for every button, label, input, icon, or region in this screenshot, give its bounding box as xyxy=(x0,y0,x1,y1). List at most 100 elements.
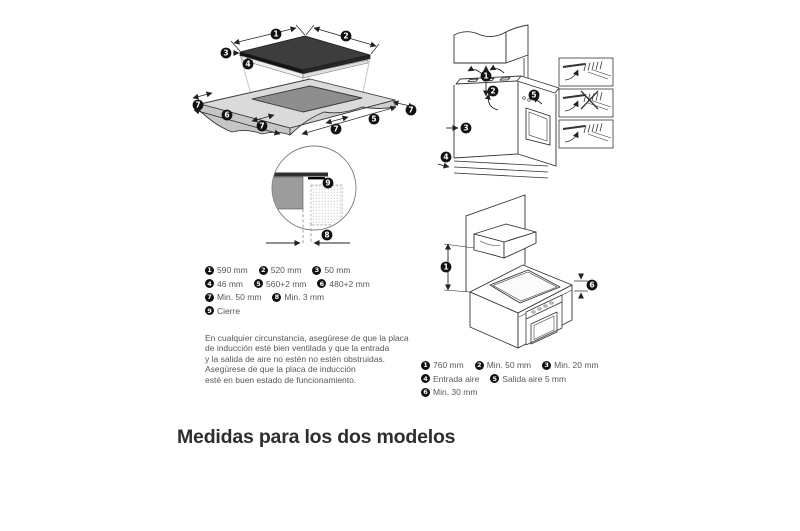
svg-text:2: 2 xyxy=(343,32,348,41)
seal-strip xyxy=(308,177,325,180)
callout-4: 4 xyxy=(440,151,452,163)
svg-text:3: 3 xyxy=(223,49,228,58)
svg-text:2: 2 xyxy=(490,87,495,96)
legend-label: Min. 3 mm xyxy=(284,292,325,302)
svg-text:4: 4 xyxy=(443,153,448,162)
ventilation-note: En cualquier circunstancia, asegúrese de… xyxy=(205,333,409,385)
legend-bullet-number: 1 xyxy=(205,265,214,275)
legend-bullet-number: 2 xyxy=(474,360,484,370)
svg-text:7: 7 xyxy=(333,125,338,134)
vent-detail-box-wrong xyxy=(558,88,614,118)
legend-bullet-number: 5 xyxy=(490,374,500,383)
legend-bullet-number: 6 xyxy=(317,279,327,288)
adjacent-cabinet-hatch xyxy=(310,184,343,226)
callout-9: 9 xyxy=(322,177,334,189)
vent-detail-box-correct-bottom xyxy=(558,119,614,149)
callout-6: 6 xyxy=(221,109,233,121)
countertop-with-cutout xyxy=(199,78,396,136)
legend-label: 480+2 mm xyxy=(329,278,370,289)
legend-bullet-number: 4 xyxy=(421,374,430,383)
callout-1: 1 xyxy=(440,261,452,273)
section-heading: Medidas para los dos modelos xyxy=(177,426,456,448)
cabinet-box xyxy=(453,82,557,179)
svg-text:9: 9 xyxy=(325,179,330,188)
svg-text:8: 8 xyxy=(324,231,329,240)
callout-5: 5 xyxy=(368,113,380,125)
callout-2: 2 xyxy=(487,85,499,97)
legend-label: Cierre xyxy=(217,305,241,316)
svg-text:4: 4 xyxy=(245,60,250,69)
hood-cabinet xyxy=(453,24,529,64)
diagram-hood-clearance: 1 6 xyxy=(440,194,598,349)
note-line: de inducción esté bien ventilada y que l… xyxy=(205,343,390,354)
legend-bullet-number: 8 xyxy=(272,292,282,302)
legend-bullet-number: 7 xyxy=(205,292,214,302)
legend-label: Min. 30 mm xyxy=(433,387,478,397)
gap-dashed-lines xyxy=(302,209,312,244)
svg-text:7: 7 xyxy=(259,122,264,131)
note-line: esté en buen estado de funcionamiento. xyxy=(205,374,357,385)
callout-8: 8 xyxy=(321,229,333,241)
note-line: y la salida de aire no estén no estén ob… xyxy=(205,353,386,364)
legend-label: Salida aire 5 mm xyxy=(502,373,567,384)
callout-7: 7 xyxy=(192,99,204,111)
cooktop-edge xyxy=(272,172,328,177)
legend-label: Min. 50 mm xyxy=(486,360,532,370)
diagram-seal-detail: 9 8 xyxy=(266,145,357,246)
callout-3: 3 xyxy=(460,122,472,134)
callout-2: 2 xyxy=(340,30,352,42)
svg-text:6: 6 xyxy=(589,281,594,290)
legend-bullet-number: 2 xyxy=(258,265,268,275)
legend-bullet-number: 1 xyxy=(421,360,430,370)
svg-text:7: 7 xyxy=(408,106,413,115)
cooktop-glass xyxy=(239,35,371,79)
legend-bullet-number: 6 xyxy=(421,387,430,397)
note-line: En cualquier circunstancia, asegúrese de… xyxy=(205,333,409,343)
counter-top-strip xyxy=(455,75,560,94)
legend-bullet-number: 9 xyxy=(205,306,214,315)
callout-1: 1 xyxy=(480,70,492,82)
callout-7: 7 xyxy=(330,123,342,135)
svg-text:5: 5 xyxy=(371,115,376,124)
diagram-cooktop-exploded: 1 2 3 4 7 6 7 7 5 7 xyxy=(192,24,417,136)
legend-label: Min. 50 mm xyxy=(217,292,262,302)
callout-1: 1 xyxy=(270,28,282,40)
airflow-arrows xyxy=(438,64,543,169)
svg-text:1: 1 xyxy=(273,30,278,39)
legend-bullet-number: 3 xyxy=(312,265,322,275)
legend-bullet-number: 3 xyxy=(542,360,552,370)
svg-text:3: 3 xyxy=(463,124,468,133)
legend-label: 760 mm xyxy=(433,360,464,370)
svg-text:7: 7 xyxy=(195,101,200,110)
callout-4: 4 xyxy=(242,58,254,70)
callout-7: 7 xyxy=(405,104,417,116)
built-in-oven xyxy=(525,294,563,346)
svg-text:5: 5 xyxy=(531,91,536,100)
vent-detail-box-correct-top xyxy=(558,57,614,87)
legend-label: 590 mm xyxy=(217,265,248,275)
legend-bullet-number: 4 xyxy=(205,279,214,288)
legend-label: 46 mm xyxy=(217,278,243,289)
legend-label: 560+2 mm xyxy=(265,278,307,289)
